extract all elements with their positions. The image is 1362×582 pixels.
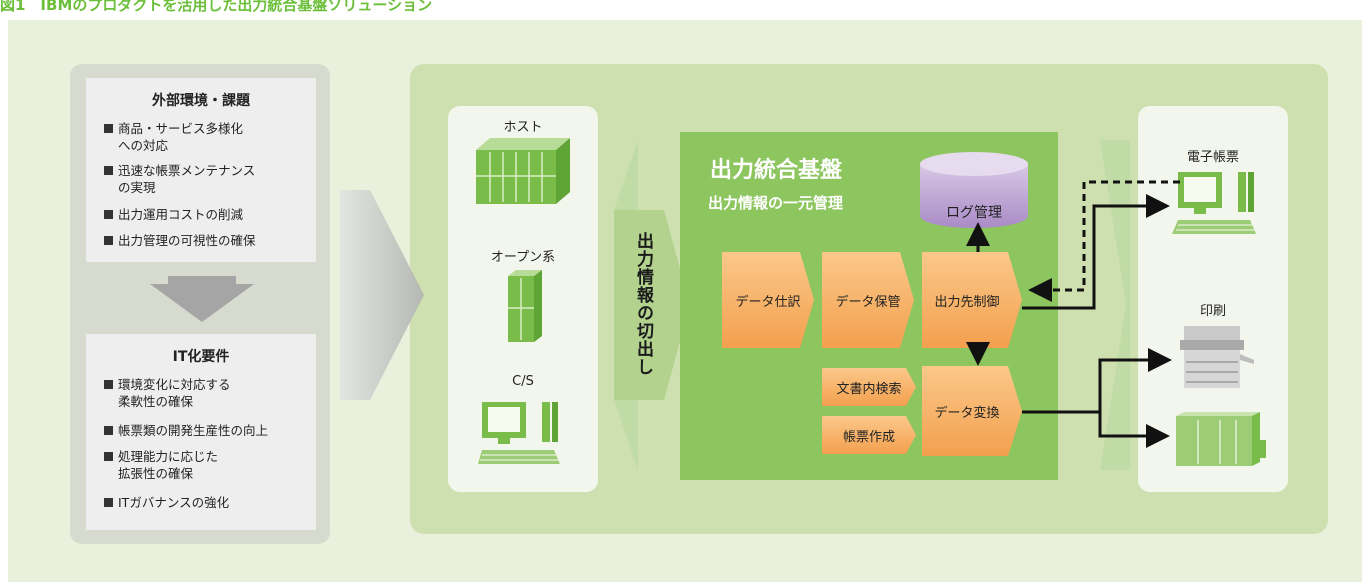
open-systems-label: オープン系: [490, 250, 556, 265]
cutout-arrow-icon: [614, 140, 690, 470]
bullet-icon: [104, 426, 113, 435]
client-server-label: C/S: [512, 374, 534, 389]
bullet-icon: [104, 166, 113, 175]
process-data-conversion: データ変換: [922, 366, 1022, 456]
process-output-control: 出力先制御: [922, 252, 1022, 348]
production-printer-icon: [1176, 412, 1266, 466]
external-item: 出力管理の可視性の確保: [104, 232, 256, 249]
process-form-creation: 帳票作成: [822, 416, 916, 454]
process-data-sort: データ仕訳: [722, 252, 814, 348]
host-label: ホスト: [503, 120, 543, 135]
it-requirements-box: IT化要件 環境変化に対応する柔軟性の確保 帳票類の開発生産性の向上 処理能力に…: [86, 334, 316, 530]
arrow-to-electronic-form: [1022, 194, 1170, 310]
electronic-form-computer-icon: [1172, 172, 1256, 234]
platform-title: 出力統合基盤: [710, 158, 843, 183]
bullet-icon: [104, 498, 113, 507]
external-item: 迅速な帳票メンテナンスの実現: [104, 162, 255, 196]
bullet-icon: [104, 124, 113, 133]
arrow-to-printer: [1098, 348, 1172, 412]
server-tower-icon: [508, 270, 542, 342]
electronic-form-label: 電子帳票: [1186, 150, 1239, 165]
bullet-icon: [104, 210, 113, 219]
it-requirements-title: IT化要件: [172, 349, 230, 365]
bullet-icon: [104, 236, 113, 245]
requirement-item: 環境変化に対応する柔軟性の確保: [104, 376, 231, 410]
requirement-item: ITガバナンスの強化: [104, 494, 229, 511]
mainframe-icon: [476, 138, 570, 204]
figure-title: 図1 IBMのプロダクトを活用した出力統合基盤ソリューション: [0, 0, 433, 12]
arrow-to-production-printer: [1098, 412, 1170, 448]
cutout-label: 出力情報の切出し: [633, 232, 653, 376]
arrow-feedback: [1028, 180, 1180, 302]
external-environment-title: 外部環境・課題: [152, 93, 250, 109]
platform-subtitle: 出力情報の一元管理: [708, 194, 844, 212]
flow-connectors: [966, 180, 1180, 448]
process-document-search: 文書内検索: [822, 368, 916, 406]
print-label: 印刷: [1199, 304, 1226, 319]
printer-icon: [1180, 326, 1254, 388]
large-right-arrow-icon: [340, 190, 424, 400]
log-management-label: ログ管理: [946, 205, 1002, 221]
bullet-icon: [104, 452, 113, 461]
external-environment-box: 外部環境・課題 商品・サービス多様化への対応 迅速な帳票メンテナンスの実現 出力…: [86, 78, 316, 262]
external-item: 出力運用コストの削減: [104, 206, 243, 223]
requirement-item: 処理能力に応じた拡張性の確保: [104, 448, 218, 482]
down-arrow-icon: [150, 276, 254, 322]
external-item: 商品・サービス多様化への対応: [104, 120, 243, 154]
requirement-item: 帳票類の開発生産性の向上: [104, 422, 268, 439]
database-cylinder-icon: [920, 152, 1028, 228]
process-data-store: データ保管: [822, 252, 914, 348]
distribution-arrow-icon: [1100, 140, 1130, 470]
bullet-icon: [104, 380, 113, 389]
desktop-computer-icon: [478, 402, 560, 464]
